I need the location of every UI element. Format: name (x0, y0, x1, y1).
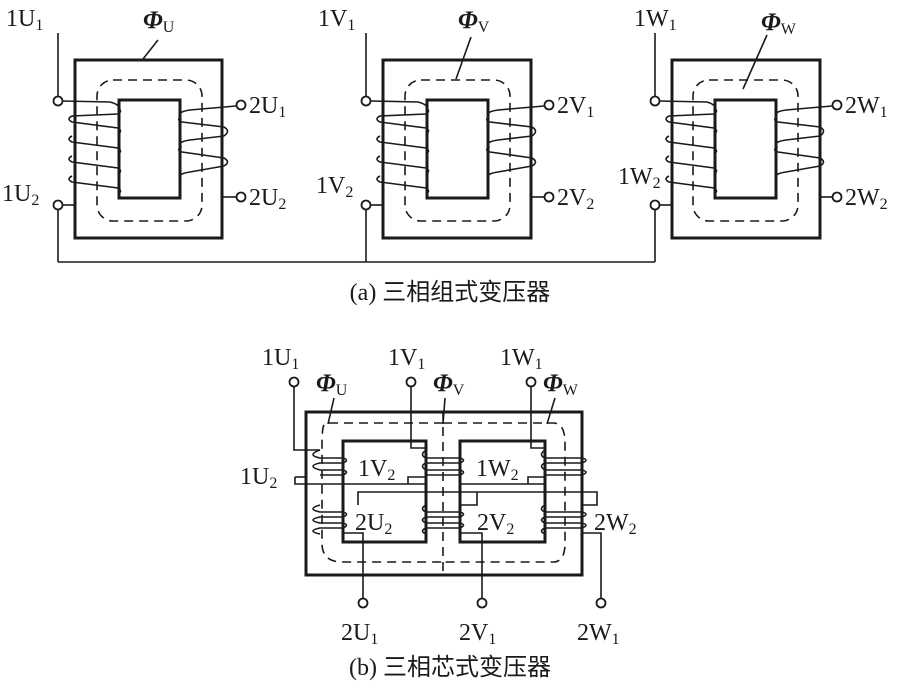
core-outer-v (381, 58, 533, 240)
label-1v1: 1V1 (318, 6, 355, 34)
flux-pointer-b-u (327, 397, 335, 425)
caption-b: (b) 三相芯式变压器 (349, 654, 551, 681)
terminal-b-2v1[interactable] (476, 597, 488, 609)
terminal-1v2[interactable] (360, 199, 372, 211)
flux-pointer-w (742, 34, 768, 90)
terminal-1v1[interactable] (360, 95, 372, 107)
flux-pointer-u (142, 39, 159, 60)
label-b-2v1: 2V1 (459, 620, 496, 648)
flux-path-u (96, 79, 203, 222)
label-b-1v1: 1V1 (388, 345, 425, 373)
terminal-1w2[interactable] (649, 199, 661, 211)
terminal-2u2[interactable] (235, 191, 247, 203)
terminal-1u1[interactable] (52, 95, 64, 107)
core-window-w (713, 98, 778, 200)
phase-u-transformer: 1U1 ΦU 1U2 2U1 2U2 (2, 6, 286, 262)
label-b-1w1: 1W1 (500, 345, 543, 373)
flux-pointer-b-v (442, 397, 446, 425)
flux-path-w (692, 79, 799, 222)
primary-coil-w (540, 449, 587, 476)
terminal-b-2u1[interactable] (357, 597, 369, 609)
flux-label-b-u: ΦU (316, 370, 348, 399)
phase-w-transformer: 1W1 ΦW 1W2 2W1 2W2 (618, 6, 888, 262)
label-b-2u1: 2U1 (341, 620, 378, 648)
terminal-b-1w1[interactable] (525, 376, 537, 388)
terminal-b-1u1[interactable] (288, 376, 300, 388)
label-1w2: 1W2 (618, 164, 661, 192)
terminal-1u2[interactable] (52, 199, 64, 211)
flux-label-u: ΦU (143, 7, 175, 36)
figure-b-core-transformer: 1U1 1V1 1W1 ΦU ΦV ΦW 1V2 1W2 2U2 2V2 1U2… (240, 345, 637, 681)
secondary-coil-w (540, 504, 587, 535)
label-b-2v2: 2V2 (477, 510, 514, 538)
terminal-2v1[interactable] (543, 99, 555, 111)
label-2u1: 2U1 (249, 93, 286, 121)
core-window-v (425, 98, 490, 200)
flux-pointer-b-w (546, 397, 556, 425)
label-2v2: 2V2 (557, 185, 594, 213)
label-b-1u1: 1U1 (262, 345, 299, 373)
label-b-2w1: 2W1 (577, 620, 620, 648)
core-window-u (117, 98, 182, 200)
core-outer-w (670, 58, 822, 240)
secondary-coil-u (312, 504, 348, 535)
primary-winding-v (360, 33, 430, 262)
primary-coil-v (421, 449, 465, 476)
secondary-winding-v (485, 99, 555, 203)
secondary-winding-u (177, 99, 247, 203)
terminal-2v2[interactable] (543, 191, 555, 203)
label-1u1: 1U1 (6, 6, 43, 34)
label-2v1: 2V1 (557, 93, 594, 121)
label-b-1w2: 1W2 (476, 456, 519, 484)
label-1u2: 1U2 (2, 181, 39, 209)
figure-a-group-transformer: 1U1 ΦU 1U2 2U1 2U2 (2, 6, 888, 306)
secondary-coil-v (421, 504, 465, 535)
label-b-2u2: 2U2 (355, 510, 392, 538)
terminal-b-2w1[interactable] (595, 597, 607, 609)
primary-winding-u (52, 33, 122, 262)
flux-label-b-w: ΦW (543, 370, 579, 399)
label-1v2: 1V2 (316, 173, 353, 201)
label-b-1v2: 1V2 (358, 456, 395, 484)
core-outer-u (73, 58, 224, 240)
label-2u2: 2U2 (249, 185, 286, 213)
flux-path-b-u (321, 422, 443, 563)
flux-label-w: ΦW (761, 9, 797, 38)
label-2w1: 2W1 (845, 93, 888, 121)
terminal-2w2[interactable] (831, 191, 843, 203)
flux-pointer-v (455, 36, 472, 80)
terminal-2w1[interactable] (831, 99, 843, 111)
label-2w2: 2W2 (845, 185, 888, 213)
label-b-2w2: 2W2 (594, 510, 637, 538)
flux-label-v: ΦV (458, 7, 490, 36)
flux-label-b-v: ΦV (433, 370, 465, 399)
terminal-2u1[interactable] (235, 99, 247, 111)
primary-coil-u (312, 449, 348, 476)
primary-winding-w (649, 33, 718, 262)
core-outer-b (304, 410, 584, 577)
phase-v-transformer: 1V1 ΦV 1V2 2V1 2V2 (316, 6, 594, 262)
label-1w1: 1W1 (634, 6, 677, 34)
flux-path-v (404, 79, 511, 222)
secondary-winding-w (773, 99, 843, 203)
terminal-b-1v1[interactable] (405, 376, 417, 388)
terminal-1w1[interactable] (649, 95, 661, 107)
caption-a: (a) 三相组式变压器 (350, 279, 551, 306)
flux-path-b-w (443, 422, 566, 563)
label-b-1u2: 1U2 (240, 464, 277, 492)
